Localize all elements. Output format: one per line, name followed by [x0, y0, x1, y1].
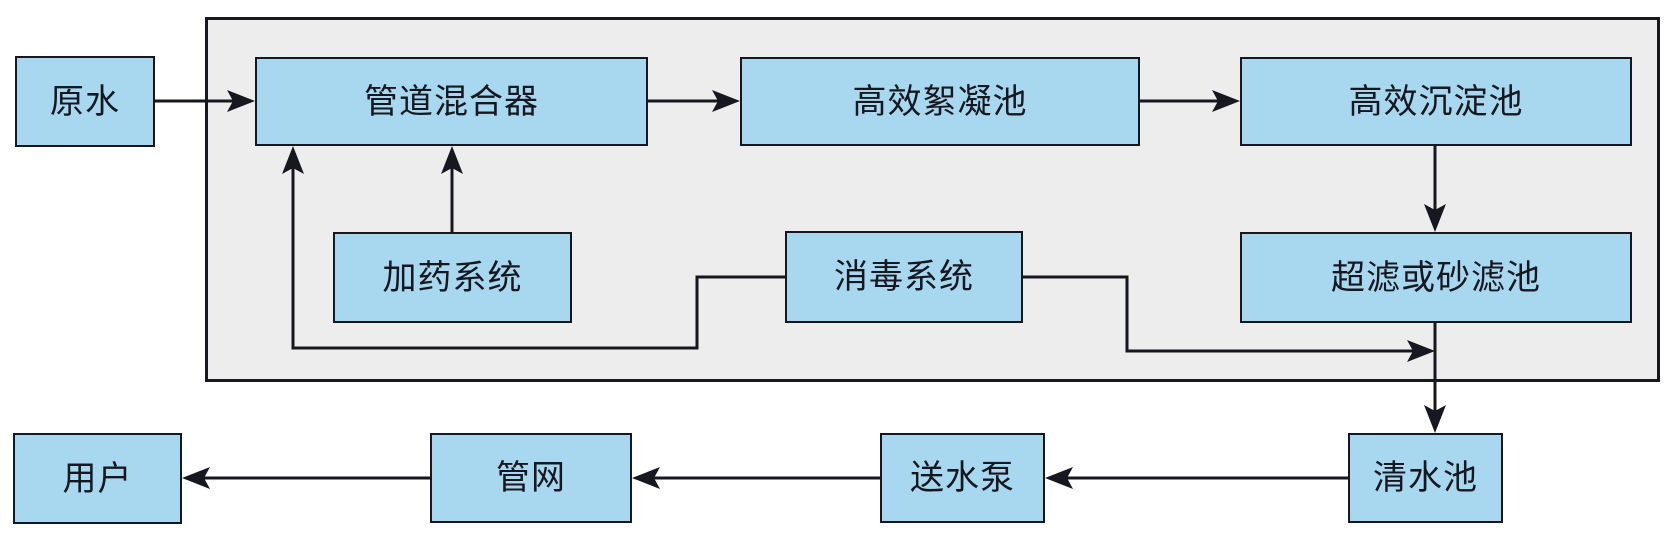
node-clean-water-tank-label: 清水池 [1373, 458, 1478, 498]
node-pipe-network-label: 管网 [496, 458, 566, 498]
node-users: 用户 [13, 433, 182, 524]
node-users-label: 用户 [62, 458, 133, 499]
node-supply-pump: 送水泵 [880, 433, 1045, 523]
node-disinfection-system-label: 消毒系统 [834, 257, 974, 297]
node-supply-pump-label: 送水泵 [910, 458, 1015, 498]
node-pipe-mixer-label: 管道混合器 [364, 81, 539, 122]
node-flocculation-tank-label: 高效絮凝池 [852, 81, 1028, 122]
node-pipe-network: 管网 [430, 433, 632, 523]
node-dosing-system-label: 加药系统 [382, 257, 523, 298]
node-raw-water-label: 原水 [50, 81, 120, 122]
node-disinfection-system: 消毒系统 [785, 231, 1023, 323]
node-flocculation-tank: 高效絮凝池 [740, 57, 1140, 146]
node-filtration-tank: 超滤或砂滤池 [1240, 232, 1632, 323]
edge-disinfection-to-pipe-mixer [282, 146, 785, 350]
node-raw-water: 原水 [15, 56, 155, 147]
node-pipe-mixer: 管道混合器 [255, 57, 648, 146]
node-sedimentation-tank: 高效沉淀池 [1240, 57, 1632, 146]
node-dosing-system: 加药系统 [333, 232, 572, 323]
node-filtration-tank-label: 超滤或砂滤池 [1331, 257, 1541, 298]
edge-disinfection-to-clean-water-line [1023, 275, 1435, 362]
node-clean-water-tank: 清水池 [1348, 433, 1503, 523]
node-sedimentation-tank-label: 高效沉淀池 [1348, 81, 1524, 122]
